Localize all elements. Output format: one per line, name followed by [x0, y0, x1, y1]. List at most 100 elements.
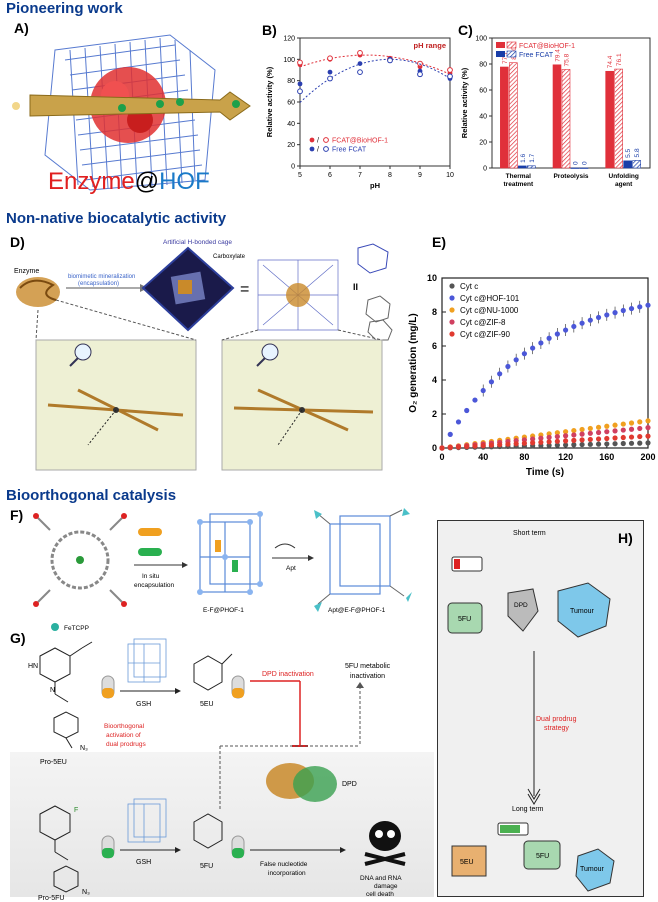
legend-marker — [449, 283, 455, 289]
data-point — [530, 440, 536, 446]
y-tick-label: 80 — [479, 62, 487, 69]
data-point — [563, 327, 569, 333]
f-e-f-p-label: E-F@PHOF-1 — [203, 607, 244, 614]
data-point — [604, 441, 610, 447]
panel-f-illustration: In situ encapsulation E-F@PHOF-1 Apt Apt… — [33, 508, 412, 632]
data-point — [595, 314, 602, 321]
d-mineral-label: biomimetic mineralization — [68, 274, 135, 280]
data-point — [297, 81, 303, 87]
data-point — [571, 437, 577, 443]
y-tick-label: 0 — [483, 166, 487, 173]
data-point — [645, 302, 651, 308]
data-point — [579, 437, 585, 443]
svg-text:HN: HN — [28, 663, 38, 670]
panel-label-d: D) — [10, 234, 25, 250]
data-point — [357, 69, 363, 76]
data-point — [530, 436, 536, 442]
data-point — [538, 340, 544, 346]
legend-label: FCAT@BioHOF-1 — [519, 43, 575, 50]
y-tick-label: 80 — [287, 78, 295, 85]
data-point — [538, 439, 544, 445]
data-point — [513, 441, 519, 447]
data-point — [297, 88, 303, 95]
data-point — [327, 69, 333, 75]
g-d-n-a2-label: damage — [374, 883, 398, 890]
data-point — [628, 305, 635, 312]
bar — [570, 167, 580, 169]
d-carbox-label: Carboxylate — [213, 254, 246, 260]
enzyme-word: Enzyme — [48, 168, 135, 195]
data-point — [497, 442, 503, 448]
data-point — [439, 445, 445, 451]
g-f-label: F — [74, 807, 78, 814]
section-title-bioorthogonal: Bioorthogonal catalysis — [6, 487, 177, 504]
bar-value-label: 5.5 — [625, 148, 632, 157]
g-false2-label: incorporation — [268, 870, 306, 877]
data-point — [612, 441, 618, 447]
data-point — [637, 425, 643, 432]
data-point — [505, 363, 511, 370]
panel-label-h: H) — [618, 530, 633, 546]
bar-value-label: 79.4 — [555, 49, 562, 62]
plot-frame — [299, 37, 451, 167]
data-point — [595, 424, 602, 430]
h-f-u-label: 5FU — [458, 616, 471, 623]
data-point — [480, 387, 486, 394]
data-point — [327, 75, 333, 82]
g-g-s-h1-label: GSH — [136, 701, 151, 708]
y-tick-label: 60 — [479, 88, 487, 95]
y-axis-label: O₂ generation (mg/L) — [408, 313, 419, 412]
data-point — [612, 428, 618, 434]
data-point — [455, 444, 462, 450]
bar-value-label: 1.7 — [529, 153, 536, 162]
d-eq-label: = — [240, 281, 249, 298]
data-point — [488, 379, 495, 385]
h-e-u-label: 5EU — [460, 859, 474, 866]
data-point — [620, 427, 626, 433]
data-point — [604, 423, 610, 429]
data-point — [587, 441, 593, 447]
data-point — [579, 431, 585, 437]
data-point — [604, 435, 610, 442]
data-point — [645, 425, 651, 431]
data-point — [612, 435, 618, 441]
panel-label-b: B) — [262, 22, 277, 38]
data-point — [521, 351, 527, 357]
enzyme-icon — [16, 277, 60, 307]
legend-marker — [309, 146, 315, 152]
g-d-n-a3-label: cell death — [366, 891, 394, 898]
d-enzyme-label: Enzyme — [14, 268, 39, 275]
legend-label: Cyt c@ZIF-8 — [460, 318, 506, 327]
fit-curve-0 — [299, 54, 451, 75]
bar-value-label: 75.8 — [564, 53, 571, 66]
g-g-s-h2-label: GSH — [136, 859, 151, 866]
category-label: Unfolding — [609, 173, 639, 180]
panel-label-a: A) — [14, 20, 29, 36]
category-label: Proteolysis — [553, 173, 588, 180]
x-tick-label: 6 — [328, 172, 332, 179]
bar — [632, 160, 641, 169]
data-point — [447, 67, 453, 73]
data-point — [645, 433, 651, 439]
dpd-protein-icon — [266, 763, 337, 802]
h-tumour2-label: Tumour — [580, 866, 605, 873]
panel-a-illustration — [12, 34, 251, 191]
legend-marker — [449, 295, 455, 301]
legend-swatch — [496, 42, 505, 48]
plot-frame — [441, 277, 649, 449]
data-point — [513, 357, 519, 363]
d-encap-label: (encapsulation) — [78, 281, 119, 287]
data-point — [563, 442, 569, 448]
data-point — [620, 307, 626, 314]
panel-label-c: C) — [458, 22, 473, 38]
y-tick-label: 8 — [432, 307, 437, 317]
legend-marker — [323, 146, 329, 152]
bar-value-label: 1.6 — [520, 153, 527, 162]
panel-d-illustration: Enzyme biomimetic mineralization (encaps… — [14, 239, 393, 471]
data-point — [554, 331, 560, 337]
y-tick-label: 120 — [283, 36, 295, 43]
data-point — [497, 371, 503, 377]
bar-value-label: 76.1 — [616, 53, 623, 66]
